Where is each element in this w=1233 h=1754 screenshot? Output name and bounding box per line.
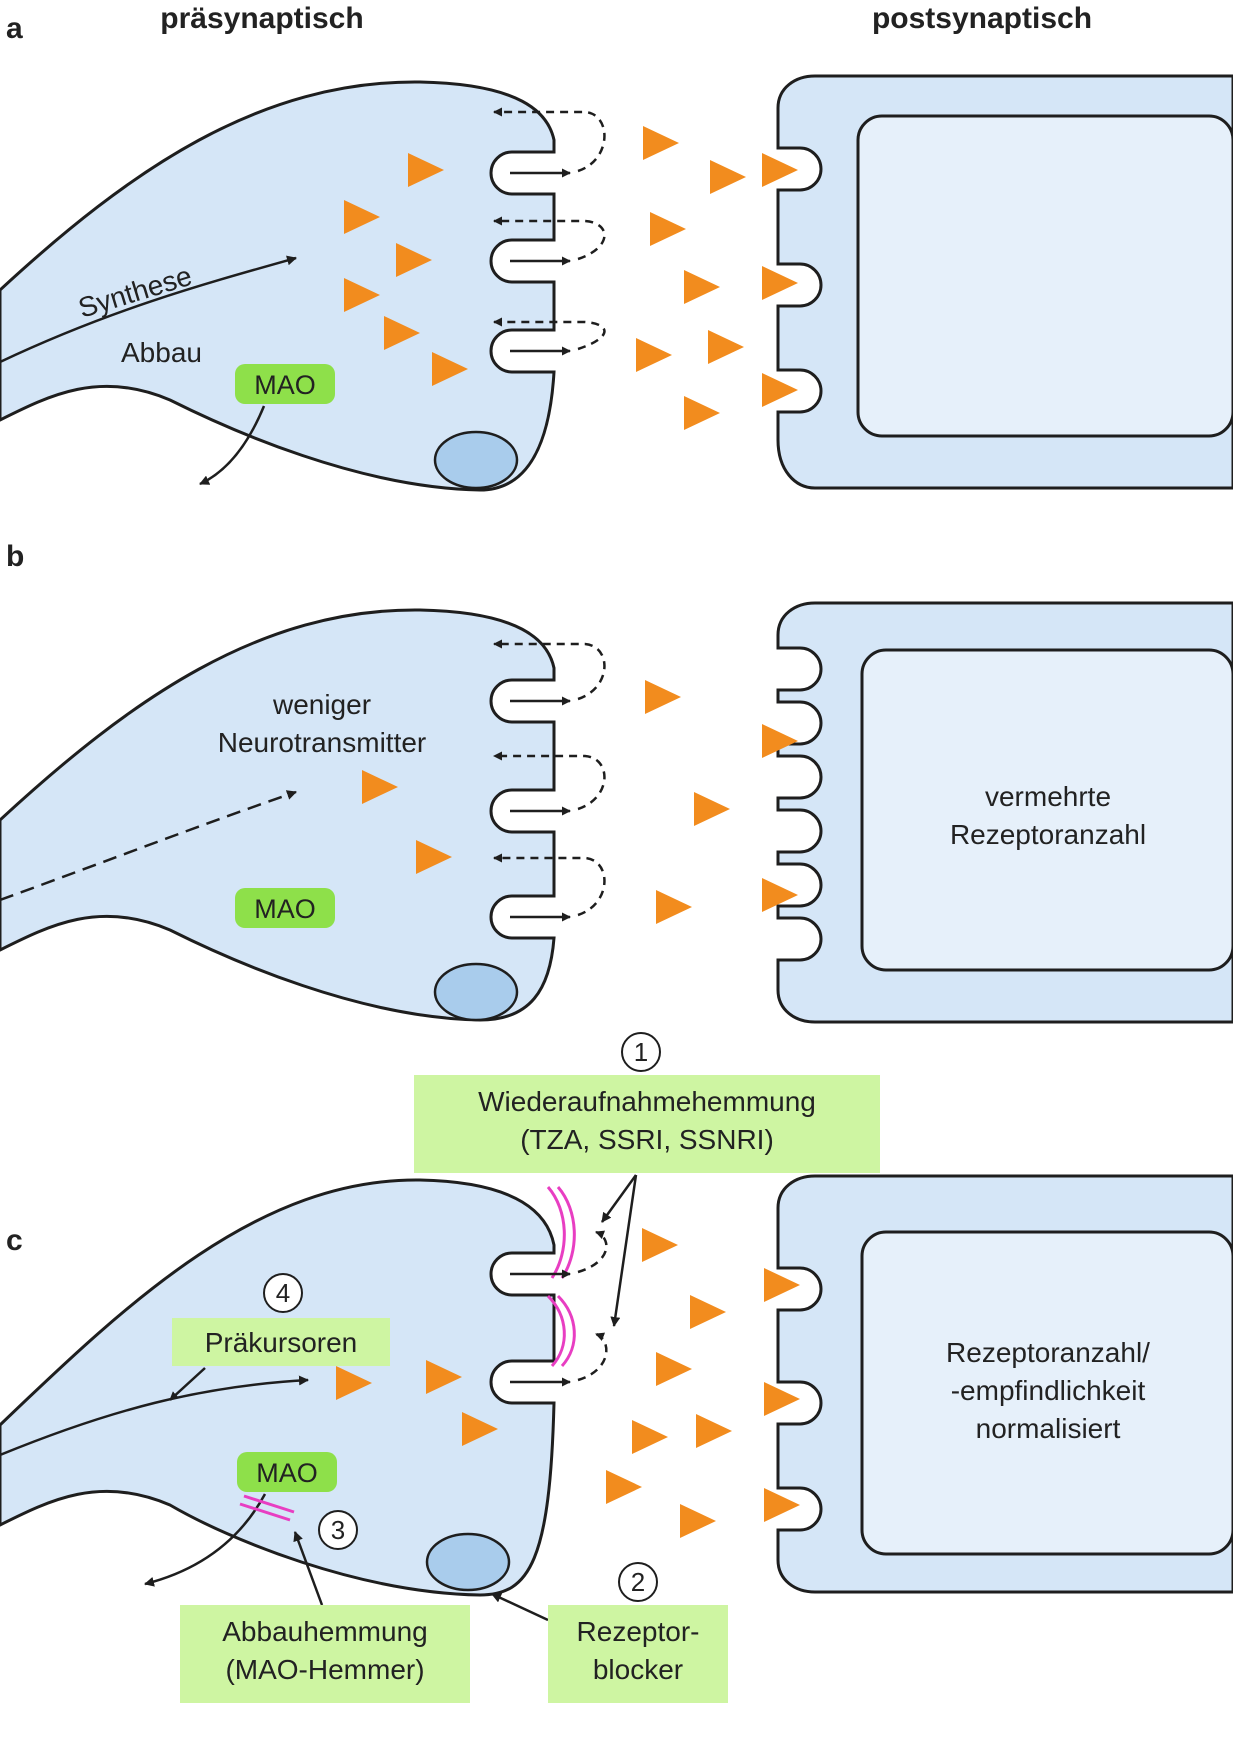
postsynaptic-inner [856,114,1233,438]
mao-inhibitor-mark [239,1494,295,1522]
postsynaptic-inner [860,648,1233,972]
vesicle [425,1532,511,1592]
synthesis-arrow [0,1375,309,1457]
mao-box [235,364,335,404]
degradation-arrow [199,405,266,486]
presynaptic-terminal [0,1178,556,1597]
postsynaptic-header: postsynaptisch [872,2,1092,35]
receptor-block-box [548,1605,728,1703]
neurotransmitters [362,680,798,924]
mao-label: MAO [254,370,316,400]
panel-b: b weniger Neurotransmitter MAO vermeh [0,540,1233,1024]
number-4: 4 [276,1278,290,1308]
number-4-badge [263,1273,303,1313]
vesicle [433,430,519,490]
mao-inhibition-line1: Abbauhemmung [222,1616,427,1647]
mao-label: MAO [254,894,316,924]
presynaptic-terminal [0,80,556,492]
release-reuptake-arrows [493,639,606,922]
release-reuptake-arrows [510,1230,608,1387]
precursors-label: Präkursoren [205,1327,358,1358]
receptor-normalized-line3: normalisiert [976,1413,1121,1444]
reuptake-inhibition-box [414,1075,880,1173]
mao-label: MAO [256,1458,318,1488]
number-2: 2 [631,1567,645,1597]
precursors-box [172,1318,390,1366]
reuptake-pointer-2 [610,1174,638,1327]
mao-inhibition-box [180,1605,470,1703]
synthesis-arrow [0,255,297,364]
panel-a: a Synthese Abbau MAO [0,12,1233,492]
mao-inhibition-pointer [293,1531,324,1606]
postsynaptic-inner [860,1230,1233,1556]
panel-a-letter: a [6,12,23,45]
receptor-block-line1: Rezeptor- [577,1616,700,1647]
receptor-increase-line1: vermehrte [985,781,1111,812]
number-2-badge [618,1562,658,1602]
number-1: 1 [634,1037,648,1067]
neurotransmitters [344,126,798,430]
vesicle [433,962,519,1022]
presynaptic-header: präsynaptisch [160,2,363,35]
reuptake-blockers [546,1186,576,1368]
receptor-block-pointer [491,1592,549,1622]
degradation-label: Abbau [121,337,202,368]
panel-c-letter: c [6,1224,23,1257]
reuptake-inhibition-line2: (TZA, SSRI, SSNRI) [520,1124,774,1155]
precursors-pointer [169,1367,206,1401]
panel-c: c 1 Wiederaufnahmehemmung (TZA, SSRI, SS… [0,1032,1233,1703]
mao-box [235,888,335,928]
reuptake-inhibition-line1: Wiederaufnahmehemmung [478,1086,816,1117]
mao-box [237,1452,337,1492]
receptor-normalized-line2: -empfindlichkeit [951,1375,1146,1406]
panel-b-letter: b [6,540,24,573]
receptor-normalized-line1: Rezeptoranzahl/ [946,1337,1150,1368]
reduced-synthesis-arrow [0,790,297,902]
number-3-badge [318,1510,358,1550]
less-nt-line2: Neurotransmitter [218,727,427,758]
reuptake-pointer-1 [600,1174,638,1223]
release-reuptake-arrows [493,107,606,356]
presynaptic-terminal [0,608,556,1022]
less-nt-line1: weniger [272,689,371,720]
receptor-block-line2: blocker [593,1654,683,1685]
number-3: 3 [331,1515,345,1545]
number-1-badge [621,1032,661,1072]
receptor-increase-line2: Rezeptoranzahl [950,819,1146,850]
mao-inhibition-line2: (MAO-Hemmer) [225,1654,424,1685]
neurotransmitters [336,1228,800,1538]
